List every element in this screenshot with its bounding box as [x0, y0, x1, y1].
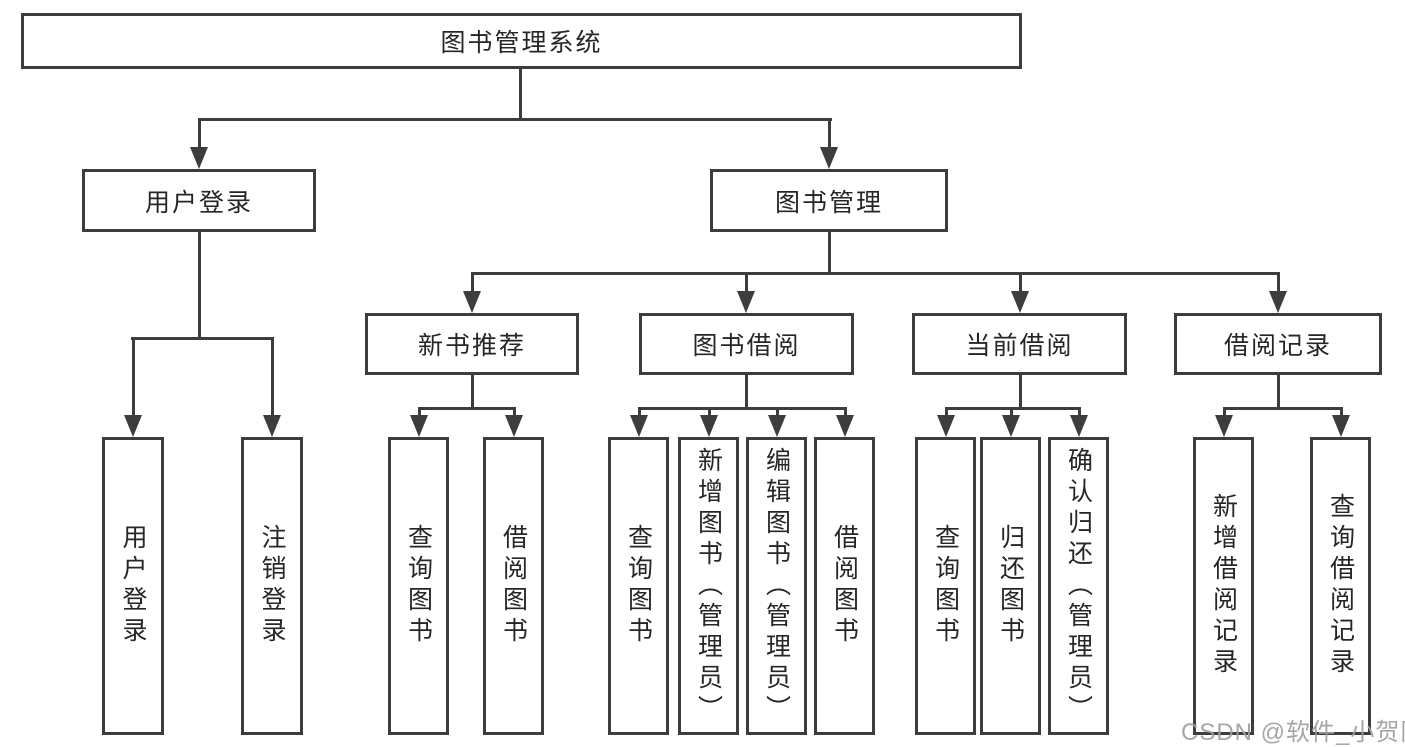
node-current-borrowing: 当前借阅	[912, 313, 1127, 375]
connector-current-borrow-stem	[1019, 375, 1022, 410]
connector-user-login-splitter	[131, 337, 274, 340]
leaf-query-books: 查询图书	[608, 437, 669, 735]
connector-stem-new-books	[471, 272, 474, 294]
arrow-down-icon	[700, 415, 718, 437]
connector-stem-logout-leaf	[271, 337, 274, 417]
leaf-confirm-return-admin: 确认归还（管理员）	[1048, 437, 1109, 735]
connector-stem-leaf	[638, 407, 641, 419]
connector-stem-leaf	[1078, 407, 1081, 419]
connector-stem-borrow-records	[1277, 272, 1280, 294]
connector-root-stem	[519, 69, 522, 120]
csdn-watermark: CSDN @软件_小贺同学	[1181, 719, 1405, 746]
connector-stem-current-borrow	[1019, 272, 1022, 294]
connector-borrow-records-stem	[1277, 375, 1280, 410]
connector-stem-leaf	[418, 407, 421, 419]
arrow-down-icon	[768, 415, 786, 437]
connector-stem-book-management	[828, 118, 831, 152]
connector-level3-splitter	[471, 272, 1280, 275]
leaf-query-books-recommend: 查询图书	[388, 437, 449, 735]
leaf-label: 用户登录	[119, 524, 147, 648]
arrow-down-icon	[1011, 291, 1029, 313]
leaf-edit-books-admin: 编辑图书（管理员）	[746, 437, 807, 735]
arrow-down-icon	[1332, 415, 1350, 437]
connector-stem-leaf	[776, 407, 779, 419]
arrow-down-icon	[263, 415, 281, 437]
node-new-book-recommend: 新书推荐	[365, 313, 579, 375]
connector-stem-book-borrow	[745, 272, 748, 294]
connector-borrow-records-splitter	[1223, 407, 1343, 410]
leaf-add-books-admin: 新增图书（管理员）	[678, 437, 739, 735]
arrow-down-icon	[124, 415, 142, 437]
leaf-label: 注销登录	[258, 524, 286, 648]
arrow-down-icon	[1002, 415, 1020, 437]
arrow-down-icon	[1269, 291, 1287, 313]
connector-stem-login-leaf	[132, 337, 135, 417]
connector-stem-user-login	[198, 118, 201, 152]
node-book-borrowing: 图书借阅	[639, 313, 854, 375]
leaf-label: 新增图书（管理员）	[694, 446, 723, 726]
arrow-down-icon	[1070, 415, 1088, 437]
connector-stem-leaf	[1340, 407, 1343, 419]
connector-book-borrow-splitter	[638, 407, 847, 410]
leaf-query-borrow-record: 查询借阅记录	[1310, 437, 1371, 735]
leaf-label: 查询借阅记录	[1326, 493, 1355, 679]
arrow-down-icon	[937, 415, 955, 437]
node-user-login: 用户登录	[82, 169, 316, 232]
node-library-management-system: 图书管理系统	[21, 13, 1022, 69]
leaf-label: 查询图书	[404, 524, 433, 648]
connector-stem-leaf	[844, 407, 847, 419]
leaf-label: 归还图书	[996, 524, 1025, 648]
leaf-label: 借阅图书	[830, 524, 859, 648]
arrow-down-icon	[505, 415, 523, 437]
leaf-label: 查询图书	[931, 524, 960, 648]
leaf-return-books: 归还图书	[980, 437, 1041, 735]
leaf-borrow-books: 借阅图书	[814, 437, 875, 735]
leaf-borrow-books-recommend: 借阅图书	[483, 437, 544, 735]
connector-stem-leaf	[1223, 407, 1226, 419]
connector-level1-splitter	[198, 118, 832, 121]
connector-stem-leaf	[513, 407, 516, 419]
connector-user-login-stem	[198, 232, 201, 340]
leaf-label: 编辑图书（管理员）	[762, 446, 791, 726]
arrow-down-icon	[1215, 415, 1233, 437]
leaf-add-borrow-record: 新增借阅记录	[1193, 437, 1254, 735]
arrow-down-icon	[190, 147, 208, 169]
connector-new-books-splitter	[418, 407, 516, 410]
node-borrowing-records: 借阅记录	[1174, 313, 1382, 375]
arrow-down-icon	[410, 415, 428, 437]
leaf-user-login: 用户登录	[102, 437, 164, 735]
connector-book-borrow-stem	[745, 375, 748, 410]
leaf-label: 新增借阅记录	[1209, 493, 1238, 679]
connector-stem-leaf	[708, 407, 711, 419]
arrow-down-icon	[820, 147, 838, 169]
arrow-down-icon	[463, 291, 481, 313]
leaf-logout: 注销登录	[241, 437, 303, 735]
node-book-management: 图书管理	[710, 169, 948, 232]
arrow-down-icon	[836, 415, 854, 437]
leaf-query-books-current: 查询图书	[915, 437, 976, 735]
leaf-label: 确认归还（管理员）	[1064, 446, 1093, 726]
connector-stem-leaf	[945, 407, 948, 419]
arrow-down-icon	[630, 415, 648, 437]
arrow-down-icon	[737, 291, 755, 313]
leaf-label: 查询图书	[624, 524, 653, 648]
leaf-label: 借阅图书	[499, 524, 528, 648]
connector-stem-leaf	[1010, 407, 1013, 419]
connector-current-borrow-splitter	[945, 407, 1081, 410]
connector-new-books-stem	[471, 375, 474, 410]
connector-book-management-stem	[828, 232, 831, 275]
